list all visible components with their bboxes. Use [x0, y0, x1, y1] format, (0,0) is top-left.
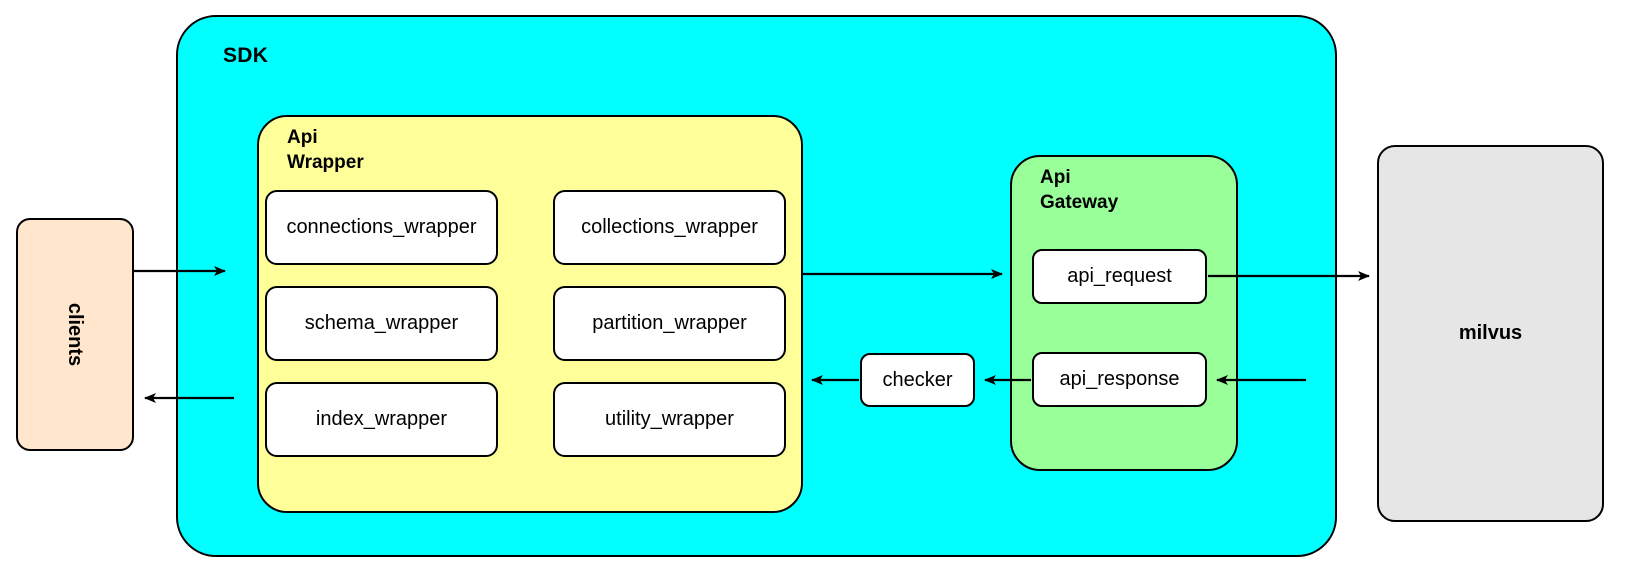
schema-wrapper-label: schema_wrapper [304, 312, 459, 334]
api-gateway-title: Api Gateway [1040, 167, 1119, 213]
collections-wrapper-label: collections_wrapper [581, 216, 758, 238]
api-response-label: api_response [1059, 368, 1180, 390]
api-response-node[interactable]: api_response [1032, 352, 1207, 407]
schema-wrapper-node[interactable]: schema_wrapper [265, 286, 498, 361]
partition-wrapper-label: partition_wrapper [592, 312, 747, 334]
milvus-label: milvus [1458, 322, 1523, 344]
milvus-node[interactable]: milvus [1377, 145, 1604, 522]
api-gateway-group[interactable]: Api Gateway [1010, 155, 1238, 471]
connections-wrapper-label: connections_wrapper [286, 216, 477, 238]
api-request-label: api_request [1067, 265, 1172, 287]
collections-wrapper-node[interactable]: collections_wrapper [553, 190, 786, 265]
checker-label: checker [882, 368, 953, 391]
utility-wrapper-node[interactable]: utility_wrapper [553, 382, 786, 457]
api-wrapper-title: Api Wrapper [287, 127, 364, 173]
connections-wrapper-node[interactable]: connections_wrapper [265, 190, 498, 265]
clients-node[interactable]: clients [16, 218, 134, 451]
utility-wrapper-label: utility_wrapper [605, 408, 734, 430]
clients-label: clients [64, 302, 87, 367]
checker-node[interactable]: checker [860, 353, 975, 407]
sdk-title: SDK [223, 44, 269, 67]
partition-wrapper-node[interactable]: partition_wrapper [553, 286, 786, 361]
index-wrapper-node[interactable]: index_wrapper [265, 382, 498, 457]
index-wrapper-label: index_wrapper [315, 408, 448, 430]
api-request-node[interactable]: api_request [1032, 249, 1207, 304]
